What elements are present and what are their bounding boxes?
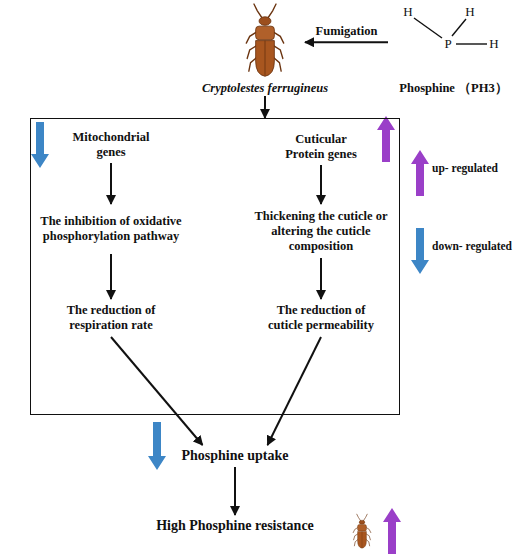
gene-node: Cuticular Protein genes	[276, 129, 366, 165]
effect-node: The reduction of cuticle permeability	[259, 299, 384, 337]
atom-label: H	[403, 4, 412, 20]
node-text: The reduction of respiration rate	[56, 303, 166, 333]
atom-label: P	[444, 36, 451, 52]
beetle-illustration	[353, 514, 371, 548]
chemical-bond	[452, 19, 466, 36]
legend-text: down- regulated	[432, 240, 516, 254]
flow-arrow	[264, 96, 266, 118]
node-text: Phosphine （PH3）	[399, 81, 507, 96]
node-text: High Phosphine resistance	[156, 518, 314, 535]
flow-arrow	[110, 254, 112, 299]
flow-arrow	[234, 467, 236, 515]
legend-down-arrow	[411, 228, 429, 274]
flow-arrow	[268, 337, 322, 445]
process-node: Thickening the cuticle or altering the c…	[254, 204, 389, 258]
flow-arrow	[110, 163, 112, 204]
organism-node: Cryptolestes ferrugineus	[225, 0, 305, 96]
node-text: The reduction of cuticle permeability	[259, 303, 384, 333]
down-regulation-arrow	[31, 122, 49, 168]
up-regulation-arrow	[377, 116, 395, 162]
chemical-bond	[414, 18, 442, 38]
up-regulation-arrow	[383, 508, 401, 554]
atom-label: H	[465, 4, 474, 20]
effect-node: The reduction of respiration rate	[56, 299, 166, 337]
atom-label: H	[489, 36, 498, 52]
gene-node: Mitochondrial genes	[61, 127, 161, 163]
mechanism-box: Mitochondrial genesThe inhibition of oxi…	[30, 118, 400, 415]
beetle-illustration	[246, 4, 283, 76]
edge-label: Fumigation	[316, 24, 378, 39]
flow-arrow	[305, 41, 388, 43]
flow-arrow	[320, 165, 322, 204]
result-node: High Phosphine resistance	[130, 515, 340, 537]
node-text: Cuticular Protein genes	[276, 132, 366, 162]
chemical-bond	[456, 43, 487, 44]
node-text: Thickening the cuticle or altering the c…	[254, 209, 389, 254]
node-text: Cryptolestes ferrugineus	[202, 81, 328, 96]
process-node: The inhibition of oxidative phosphorylat…	[33, 204, 189, 254]
node-text: Phosphine uptake	[182, 448, 289, 465]
flow-arrow	[111, 337, 203, 445]
legend-up-arrow	[411, 150, 429, 196]
legend-text: up- regulated	[432, 162, 516, 176]
node-text: Mitochondrial genes	[61, 130, 161, 160]
down-regulation-arrow	[148, 422, 166, 470]
flow-arrow	[320, 258, 322, 299]
outcome-node: Phosphine uptake	[170, 445, 300, 467]
node-text: The inhibition of oxidative phosphorylat…	[33, 214, 189, 244]
